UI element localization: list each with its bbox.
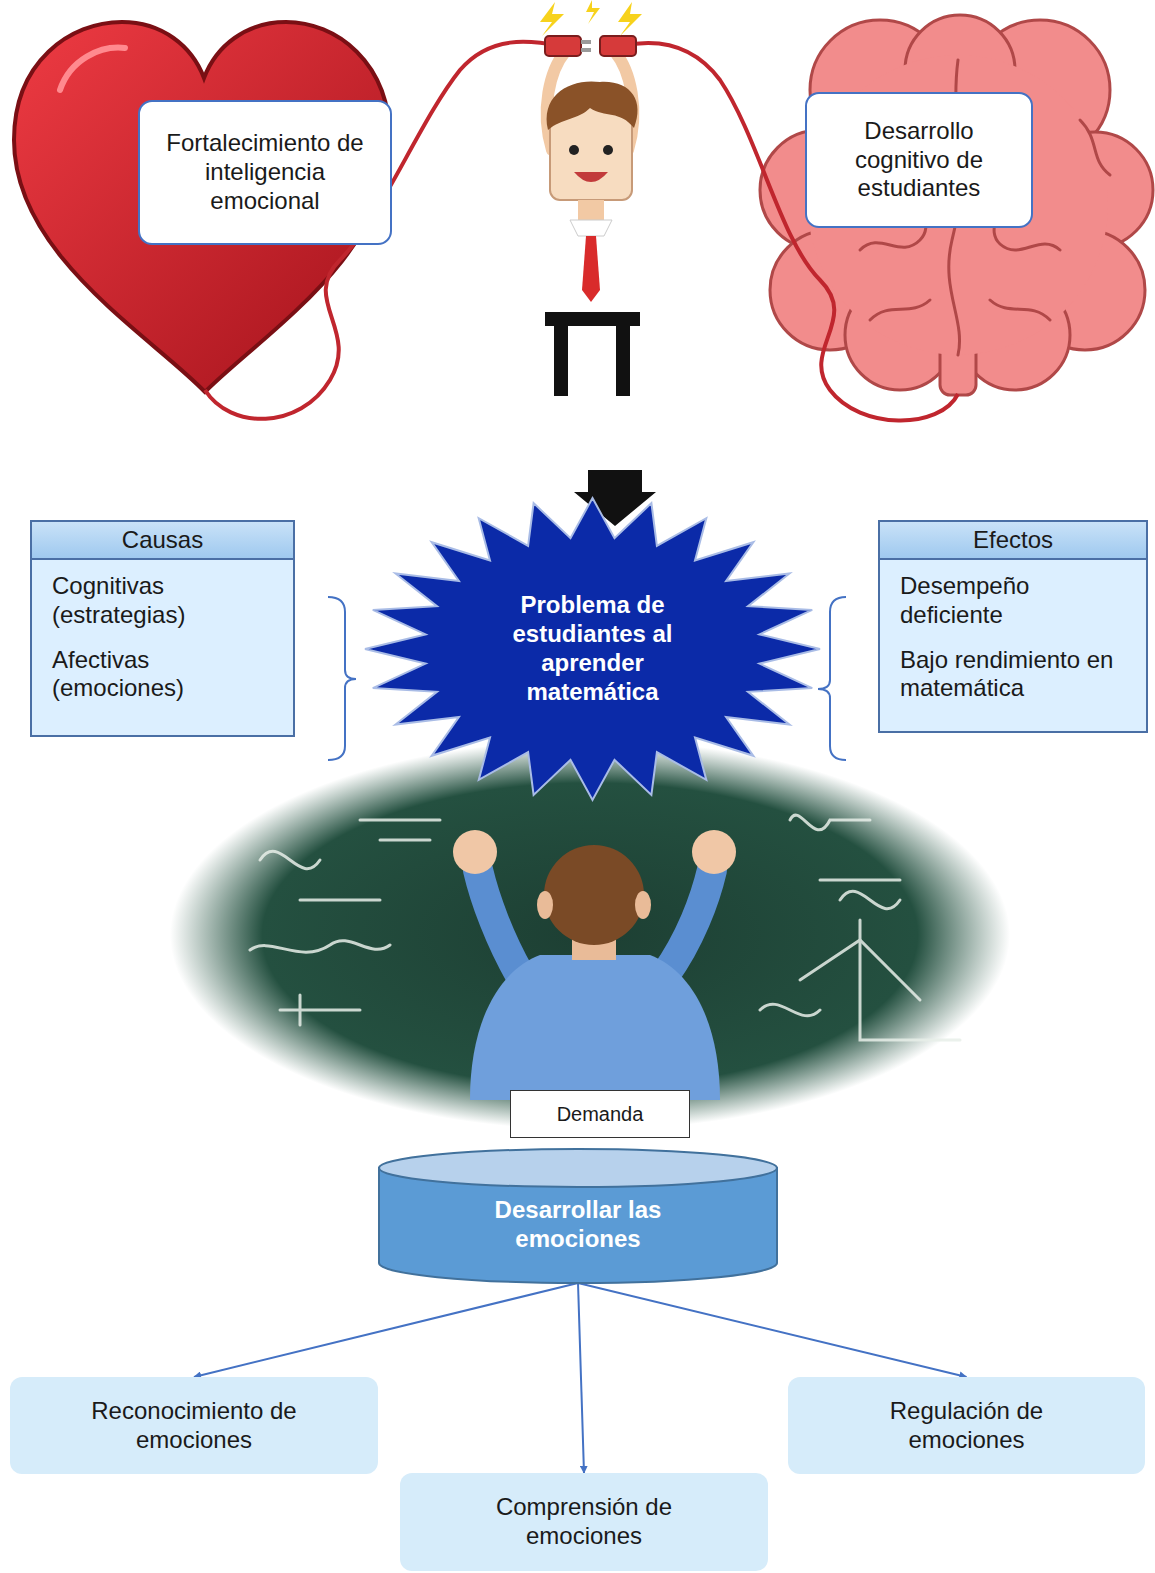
ear xyxy=(635,891,651,919)
outcome-box: Regulación de emociones xyxy=(788,1377,1145,1474)
node-text: Afectivas (emociones) xyxy=(52,646,262,704)
tie xyxy=(582,236,600,302)
chalkboard xyxy=(170,740,1010,1130)
cause-panel: CausasCognitivas (estrategias) Afectivas … xyxy=(30,520,295,737)
node-text: Fortalecimiento de inteligencia emociona… xyxy=(163,129,368,215)
shirt xyxy=(470,955,720,1100)
node-text: Desarrollo cognitivo de estudiantes xyxy=(837,117,1002,203)
child-figure xyxy=(453,830,736,1100)
node-text: Bajo rendimiento en matemática xyxy=(900,646,1125,704)
eye xyxy=(603,145,613,155)
neck xyxy=(578,200,604,220)
bracket xyxy=(328,597,356,760)
plug-pin xyxy=(581,40,591,44)
plug xyxy=(545,36,581,56)
plug-pin xyxy=(581,48,591,52)
node-text: Comprensión de emociones xyxy=(469,1493,699,1551)
heart-highlight xyxy=(60,48,125,90)
arm xyxy=(478,870,520,975)
chalk-curve xyxy=(360,820,440,840)
panel-heading: Causas xyxy=(122,526,203,555)
bracket xyxy=(818,597,846,760)
collar xyxy=(570,220,612,236)
connector-arrow xyxy=(578,1283,967,1377)
node-text: Problema de estudiantes al aprender mate… xyxy=(508,591,678,706)
chalk-curve xyxy=(300,899,380,902)
eye xyxy=(569,145,579,155)
chalk-curve xyxy=(860,920,960,1040)
arm xyxy=(665,870,712,975)
head xyxy=(544,845,644,945)
ear xyxy=(537,891,553,919)
chalk-curve xyxy=(760,1004,820,1016)
brain-fold xyxy=(1080,120,1110,175)
panel-body: Desempeño deficienteBajo rendimiento en … xyxy=(880,560,1146,731)
cylinder-top xyxy=(379,1149,777,1187)
outcome-box: Comprensión de emociones xyxy=(400,1473,768,1571)
node-text: Demanda xyxy=(557,1102,644,1126)
node-text: Regulación de emociones xyxy=(852,1397,1082,1455)
node-text: Desempeño deficiente xyxy=(900,572,1125,630)
brain-fold xyxy=(870,300,930,320)
chalk-curve xyxy=(820,880,900,909)
panel-header: Efectos xyxy=(880,522,1146,560)
spark xyxy=(618,2,642,36)
panel-body: Cognitivas (estrategias) Afectivas (emoci… xyxy=(32,560,293,731)
effect-panel: EfectosDesempeño deficienteBajo rendimie… xyxy=(878,520,1148,733)
tag-box: Demanda xyxy=(510,1090,690,1138)
panel-heading: Efectos xyxy=(973,526,1053,555)
person-figure xyxy=(540,0,642,396)
chalk-curve xyxy=(790,815,870,830)
node-text: Cognitivas (estrategias) xyxy=(52,572,262,630)
hair xyxy=(547,81,638,130)
node-text: Reconocimiento de emociones xyxy=(79,1397,309,1455)
spark xyxy=(586,0,600,24)
star-shape xyxy=(365,498,820,800)
cylinder-node: Desarrollar las emociones xyxy=(378,1148,778,1283)
outcome-box: Reconocimiento de emociones xyxy=(10,1377,378,1474)
chalk-curve xyxy=(280,995,360,1025)
node-text: Desarrollar las emociones xyxy=(453,1196,703,1254)
mouth xyxy=(574,172,608,182)
problem-star: Problema de estudiantes al aprender mate… xyxy=(365,498,820,800)
plug xyxy=(600,36,636,56)
fist xyxy=(453,830,497,874)
brain-fold xyxy=(990,300,1050,320)
fist xyxy=(692,830,736,874)
text-box: Fortalecimiento de inteligencia emociona… xyxy=(138,100,392,245)
stand xyxy=(545,312,640,396)
spark xyxy=(540,2,564,36)
text-box: Desarrollo cognitivo de estudiantes xyxy=(805,92,1033,228)
connector-arrow xyxy=(578,1283,584,1473)
connector-arrow xyxy=(194,1283,578,1377)
chalk-curve xyxy=(260,851,320,868)
brain-shape xyxy=(760,15,1153,395)
panel-header: Causas xyxy=(32,522,293,560)
chalk-curve xyxy=(250,941,390,952)
